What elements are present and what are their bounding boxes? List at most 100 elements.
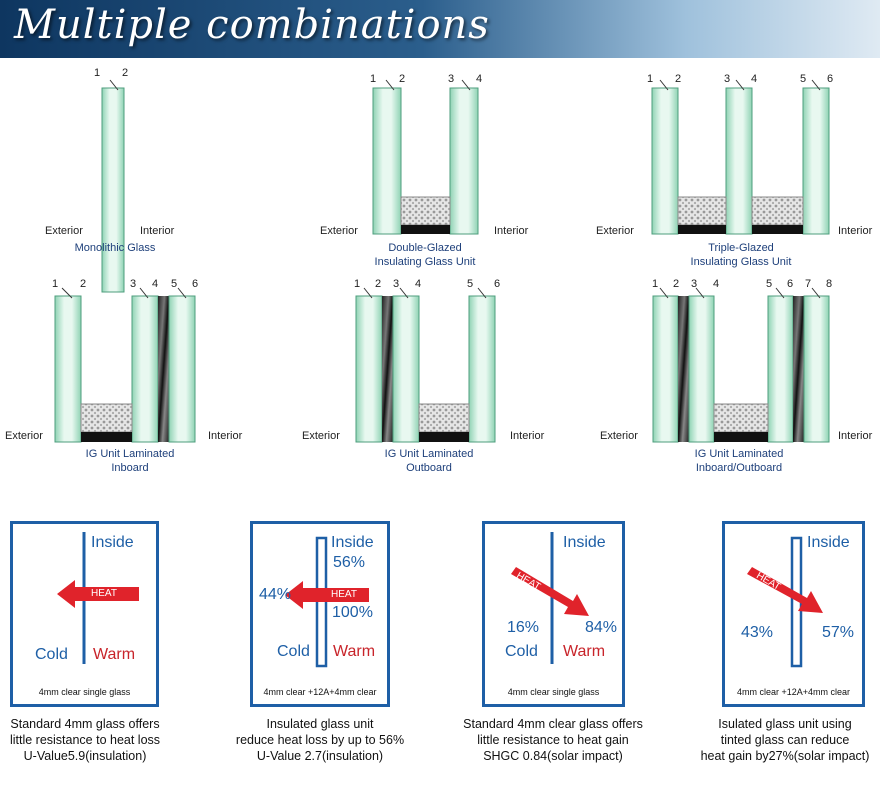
monolithic-drawing xyxy=(101,87,125,293)
interior-label: Interior xyxy=(838,430,873,442)
page-title: Multiple combinations xyxy=(14,2,490,48)
surface-number: 2 xyxy=(398,73,406,85)
caption-line: IG Unit Laminated xyxy=(85,448,175,460)
description-line: reduce heat loss by up to 56% xyxy=(235,733,405,747)
inside-label: Inside xyxy=(91,534,134,551)
surface-number: 1 xyxy=(369,73,377,85)
caption-monolithic: Monolithic Glass xyxy=(40,241,190,255)
glass-spec: 4mm clear single glass xyxy=(38,687,131,697)
caption-ig-inboard-outboard: IG Unit Laminated Inboard/Outboard xyxy=(664,447,814,475)
percent-left: 44% xyxy=(259,586,292,603)
surface-number: 1 xyxy=(93,67,101,79)
description-line: U-Value5.9(insulation) xyxy=(23,749,147,763)
caption-triple-glazed: Triple-Glazed Insulating Glass Unit xyxy=(666,241,816,269)
surface-number: 3 xyxy=(129,278,137,290)
warm-label: Warm xyxy=(93,646,136,663)
cold-label: Cold xyxy=(35,646,68,663)
panel-drawing xyxy=(57,532,139,664)
caption-line: IG Unit Laminated xyxy=(694,448,784,460)
description-line: Insulated glass unit xyxy=(266,717,374,731)
glass-diagrams xyxy=(54,79,830,443)
surface-number: 6 xyxy=(786,278,794,290)
percent-mid: 100% xyxy=(332,604,373,621)
caption-ig-inboard: IG Unit Laminated Inboard xyxy=(55,447,205,475)
warm-label: Warm xyxy=(333,643,376,660)
glass-spec: 4mm clear +12A+4mm clear xyxy=(263,687,377,697)
surface-number: 5 xyxy=(765,278,773,290)
caption-line: Monolithic Glass xyxy=(74,242,156,254)
description-line: Standard 4mm clear glass offers xyxy=(463,717,643,731)
percent-left: 43% xyxy=(741,624,774,641)
ig-inboard-drawing xyxy=(54,287,196,443)
interior-label: Interior xyxy=(140,225,175,237)
surface-number: 2 xyxy=(672,278,680,290)
description-line: Standard 4mm glass offers xyxy=(10,717,160,731)
interior-label: Interior xyxy=(510,430,545,442)
description-line: Isulated glass unit using xyxy=(718,717,852,731)
triple-glazed-drawing xyxy=(651,79,830,235)
description-line: little resistance to heat loss xyxy=(9,733,161,747)
surface-number: 2 xyxy=(374,278,382,290)
surface-number: 6 xyxy=(826,73,834,85)
surface-number: 3 xyxy=(447,73,455,85)
description-line: tinted glass can reduce xyxy=(720,733,850,747)
surface-number: 1 xyxy=(646,73,654,85)
interior-label: Interior xyxy=(494,225,529,237)
surface-number: 5 xyxy=(466,278,474,290)
surface-number: 4 xyxy=(750,73,758,85)
exterior-label: Exterior xyxy=(320,225,358,237)
inside-label: Inside xyxy=(807,534,850,551)
caption-line: Inboard xyxy=(111,462,149,474)
caption-ig-outboard: IG Unit Laminated Outboard xyxy=(354,447,504,475)
surface-number: 2 xyxy=(79,278,87,290)
panel-drawing xyxy=(747,536,823,668)
surface-number: 4 xyxy=(475,73,483,85)
description-panel-4: Isulated glass unit using tinted glass c… xyxy=(690,716,880,764)
caption-line: IG Unit Laminated xyxy=(384,448,474,460)
surface-number: 1 xyxy=(651,278,659,290)
inside-label: Inside xyxy=(331,534,374,551)
surface-number: 7 xyxy=(804,278,812,290)
glass-spec: 4mm clear single glass xyxy=(507,687,600,697)
surface-number: 1 xyxy=(353,278,361,290)
surface-number: 2 xyxy=(674,73,682,85)
surface-number: 3 xyxy=(690,278,698,290)
inside-label: Inside xyxy=(563,534,606,551)
caption-line: Double-Glazed xyxy=(388,242,462,254)
surface-number: 5 xyxy=(799,73,807,85)
panel-drawing xyxy=(285,536,369,668)
surface-number: 5 xyxy=(170,278,178,290)
surface-number: 8 xyxy=(825,278,833,290)
heat-panel-single-loss: Inside HEAT Cold Warm 4mm clear single g… xyxy=(10,521,159,707)
description-line: heat gain by27%(solar impact) xyxy=(700,749,870,763)
surface-number: 2 xyxy=(121,67,129,79)
caption-line: Outboard xyxy=(406,462,452,474)
interior-label: Interior xyxy=(838,225,873,237)
surface-number: 1 xyxy=(51,278,59,290)
heat-label: HEAT xyxy=(331,589,357,600)
ig-outboard-drawing xyxy=(355,287,496,443)
warm-label: Warm xyxy=(563,643,606,660)
caption-double-glazed: Double-Glazed Insulating Glass Unit xyxy=(350,241,500,269)
surface-number: 4 xyxy=(414,278,422,290)
surface-number: 6 xyxy=(191,278,199,290)
percent-right: 57% xyxy=(822,624,855,641)
description-line: little resistance to heat gain xyxy=(477,733,629,747)
exterior-label: Exterior xyxy=(600,430,638,442)
surface-number: 3 xyxy=(723,73,731,85)
description-panel-1: Standard 4mm glass offers little resista… xyxy=(0,716,170,764)
description-panel-3: Standard 4mm clear glass offers little r… xyxy=(448,716,658,764)
percent-top: 56% xyxy=(333,554,366,571)
surface-number: 3 xyxy=(392,278,400,290)
surface-number: 6 xyxy=(493,278,501,290)
heat-panel-single-gain: Inside HEAT 16% 84% Cold Warm 4mm clear … xyxy=(482,521,625,707)
heat-label: HEAT xyxy=(91,588,117,599)
interior-label: Interior xyxy=(208,430,243,442)
exterior-label: Exterior xyxy=(45,225,83,237)
exterior-label: Exterior xyxy=(596,225,634,237)
exterior-label: Exterior xyxy=(5,430,43,442)
glass-spec: 4mm clear +12A+4mm clear xyxy=(736,687,851,697)
panel-drawing xyxy=(511,532,589,664)
percent-left: 16% xyxy=(507,619,540,636)
double-glazed-drawing xyxy=(372,79,479,235)
